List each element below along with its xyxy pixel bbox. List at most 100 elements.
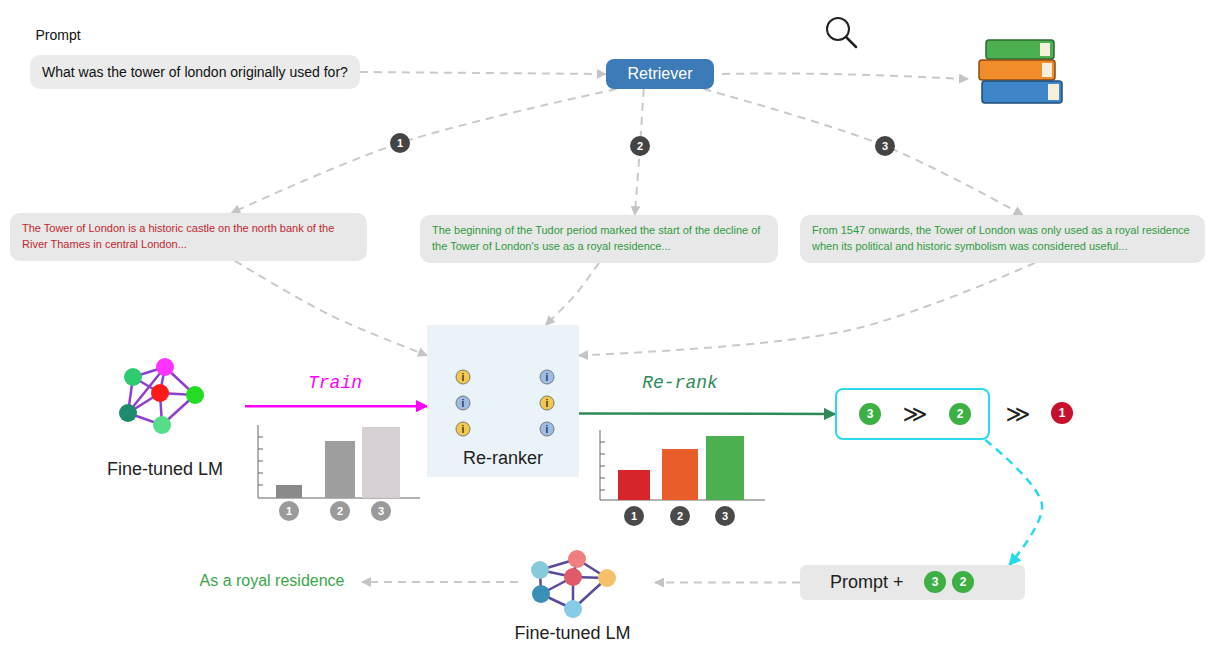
connector	[579, 412, 835, 415]
connector	[546, 263, 599, 325]
connector	[579, 263, 1035, 356]
passage-circle: 3	[924, 571, 946, 593]
network-icon	[532, 585, 550, 603]
prompt-text: What was the tower of london originally …	[42, 64, 348, 80]
passage-text: From 1547 onwards, the Tower of London w…	[812, 223, 1193, 255]
connector	[231, 89, 616, 213]
passage-circle: 2	[952, 571, 974, 593]
ranking-symbol: ≫	[897, 400, 933, 428]
retriever-label: Retriever	[628, 65, 693, 83]
books-icon	[979, 60, 1055, 80]
magnifier-icon	[827, 18, 856, 47]
passage-circle: 1	[1051, 402, 1073, 424]
magnifier-icon	[846, 37, 856, 47]
passage-circle: 2	[949, 403, 971, 425]
heading-label: Prompt	[35, 27, 80, 43]
model-icon: Fine-tuned LM	[85, 355, 245, 480]
passage-text: The Tower of London is a historic castle…	[22, 221, 355, 253]
callout-number: 3	[932, 565, 939, 600]
info-badge: i	[540, 370, 555, 385]
network-icon	[153, 416, 171, 434]
info-badge: i	[456, 370, 471, 385]
bar-chart	[706, 436, 744, 500]
callout-number: 2	[960, 565, 967, 600]
connector	[245, 405, 427, 408]
connector	[704, 89, 1023, 215]
reranker-label: Re-ranker	[463, 448, 543, 469]
network-icon	[119, 358, 204, 434]
bar-chart	[600, 430, 765, 500]
passage-text: The beginning of the Tudor period marked…	[432, 223, 766, 255]
bar-chart	[258, 437, 263, 485]
network-icon	[119, 404, 137, 422]
books-icon	[982, 81, 1062, 103]
bar-chart	[258, 425, 420, 498]
info-badge: i	[540, 422, 555, 437]
axis-tick: 2	[330, 501, 350, 521]
books-icon	[979, 40, 1062, 103]
callout-number: 2	[957, 407, 964, 421]
callout-number: 3	[867, 407, 874, 421]
axis-tick: 3	[715, 506, 735, 526]
connector-group	[231, 72, 1042, 583]
reranker-box: Re-ranker	[427, 325, 579, 477]
model-icon: Fine-tuned LM	[490, 548, 655, 644]
model-label: Fine-tuned LM	[107, 459, 223, 480]
callout-number: 1	[1059, 406, 1066, 420]
bar-chart	[600, 442, 605, 490]
connector	[655, 582, 800, 584]
network-icon	[568, 550, 586, 568]
network-icon	[598, 569, 616, 587]
output-text: As a royal residence	[200, 572, 345, 590]
prompt-box: What was the tower of london originally …	[30, 55, 360, 89]
axis-tick: 1	[624, 506, 644, 526]
bar-chart	[325, 441, 355, 498]
bar-chart	[362, 427, 400, 498]
ranking-box: ≫ 3 2	[835, 388, 990, 440]
passage-box: The beginning of the Tudor period marked…	[420, 215, 778, 263]
passage-box: The Tower of London is a historic castle…	[10, 213, 367, 261]
bar-chart	[662, 449, 698, 500]
info-badge: i	[456, 396, 471, 411]
network-icon	[186, 386, 204, 404]
axis-tick: 1	[279, 501, 299, 521]
books-icon	[986, 40, 1054, 59]
network-icon	[531, 550, 616, 618]
retrieval-arrow	[722, 73, 968, 79]
output-arrow	[362, 581, 518, 583]
connector	[235, 261, 427, 356]
bar-chart	[618, 470, 650, 500]
retriever-box: Retriever	[606, 59, 715, 89]
books-icon	[1040, 43, 1050, 56]
bar-chart	[258, 425, 420, 498]
edge-label: Re-rank	[642, 373, 718, 393]
prompt-box: Prompt +32	[800, 565, 1025, 600]
callout-number: 1	[390, 133, 410, 153]
connector	[985, 440, 1042, 565]
info-badge: i	[540, 396, 555, 411]
network-icon	[564, 600, 582, 618]
axis-tick: 3	[371, 501, 391, 521]
books-icon	[1042, 63, 1052, 77]
network-icon	[531, 561, 549, 579]
info-badge: i	[456, 422, 471, 437]
axis-tick: 2	[670, 506, 690, 526]
model-label: Fine-tuned LM	[514, 623, 630, 644]
bar-chart	[276, 485, 302, 498]
ranking-symbol: ≫	[1005, 400, 1030, 428]
books-icon	[1048, 84, 1059, 100]
network-icon	[151, 384, 169, 402]
passage-circle: 3	[859, 403, 881, 425]
passage-box: From 1547 onwards, the Tower of London w…	[800, 215, 1205, 263]
connector	[360, 72, 606, 74]
network-icon	[564, 568, 582, 586]
bar-chart	[600, 430, 765, 500]
callout-number: 2	[630, 136, 650, 156]
callout-number: 3	[875, 136, 895, 156]
network-icon	[124, 368, 142, 386]
network-icon	[156, 358, 174, 376]
